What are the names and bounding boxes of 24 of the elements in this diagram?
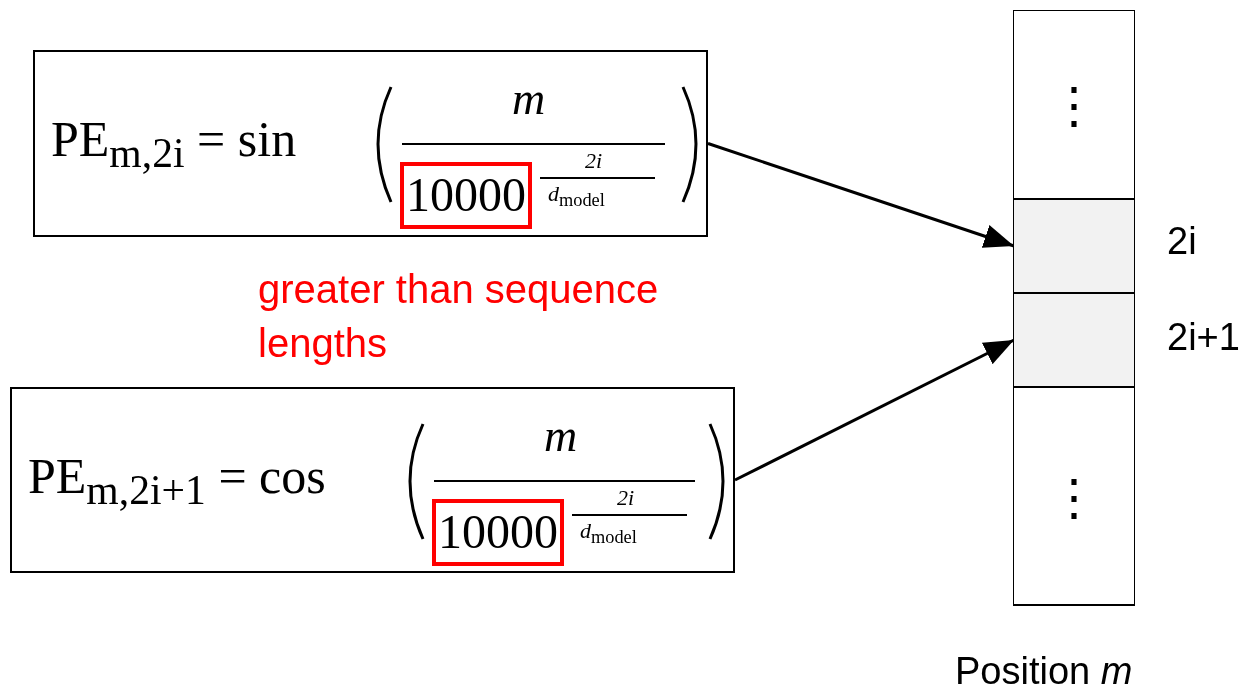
arrow (734, 338, 1015, 482)
highlight-box: 10000 (432, 499, 564, 566)
numerator-text: m (512, 72, 546, 125)
exponent-numerator: 2i (585, 148, 603, 174)
ellipsis-text: ⋮ (1048, 75, 1100, 136)
numerator-text: m (544, 409, 578, 462)
formula-text: PE$_{m,2i}$ = sin (51, 110, 297, 177)
position-label: 2i+1 (1167, 316, 1240, 359)
position-label: Position m (955, 650, 1133, 693)
position-cell (1014, 293, 1134, 387)
arrow (707, 142, 1015, 248)
position-column (1013, 10, 1135, 606)
exponent-denominator: d$_{model}$ (548, 181, 605, 213)
highlight-box: 10000 (400, 162, 532, 229)
position-cell (1014, 387, 1134, 605)
formula-box (33, 50, 708, 237)
exponent-numerator: 2i (617, 485, 635, 511)
ellipsis-text: ⋮ (1048, 467, 1100, 528)
exponent-denominator: d$_{model}$ (580, 518, 637, 550)
annotation-note: greater than sequence lengths (258, 266, 660, 367)
position-label: 2i (1167, 220, 1197, 263)
formula-box (10, 387, 735, 573)
formula-text: PE$_{m,2i+1}$ = cos (28, 447, 326, 514)
position-cell (1014, 199, 1134, 293)
